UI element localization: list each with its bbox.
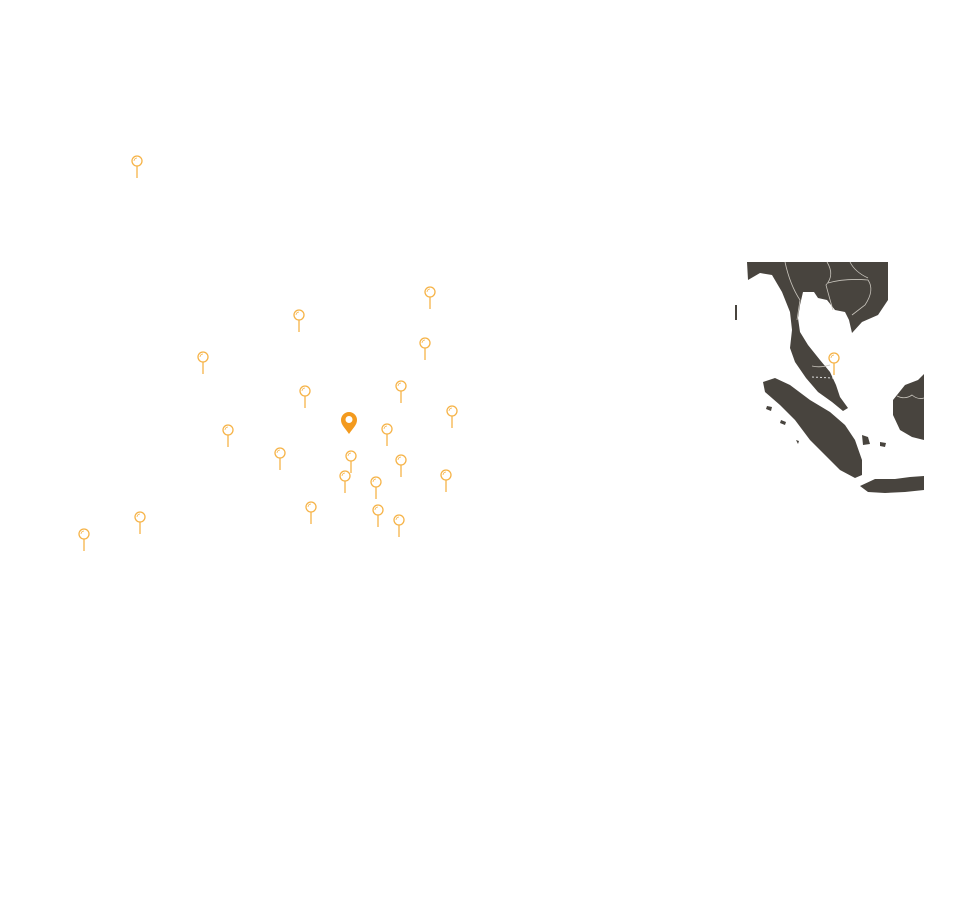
inset-marker[interactable] bbox=[828, 352, 840, 375]
map-marker[interactable] bbox=[78, 528, 90, 551]
map-pin-outline-icon bbox=[419, 337, 431, 349]
map-marker[interactable] bbox=[395, 380, 407, 403]
border-1 bbox=[784, 261, 801, 321]
map-pin-outline-icon bbox=[395, 454, 407, 466]
map-pin-outline-icon bbox=[345, 450, 357, 462]
land-island-4 bbox=[862, 435, 870, 445]
map-marker[interactable] bbox=[393, 514, 405, 537]
map-marker[interactable] bbox=[395, 454, 407, 477]
border-6 bbox=[896, 394, 925, 399]
map-pin-outline-icon bbox=[446, 405, 458, 417]
inset-map-southeast-asia bbox=[735, 261, 925, 493]
map-pin-outline-icon bbox=[339, 470, 351, 482]
map-pin-outline-icon bbox=[440, 469, 452, 481]
land-island-5 bbox=[880, 442, 886, 447]
map-pin-outline-icon bbox=[370, 476, 382, 488]
map-marker[interactable] bbox=[440, 469, 452, 492]
map-marker[interactable] bbox=[134, 511, 146, 534]
map-pin-outline-icon bbox=[372, 504, 384, 516]
map-pin-outline-icon bbox=[305, 501, 317, 513]
map-pin-outline-icon bbox=[78, 528, 90, 540]
map-marker[interactable] bbox=[222, 424, 234, 447]
map-pin-outline-icon bbox=[393, 514, 405, 526]
land-borneo bbox=[893, 374, 924, 440]
map-marker[interactable] bbox=[370, 476, 382, 499]
map-marker[interactable] bbox=[274, 447, 286, 470]
map-marker[interactable] bbox=[339, 470, 351, 493]
map-pin-outline-icon bbox=[222, 424, 234, 436]
markers-layer bbox=[78, 155, 840, 551]
border-2 bbox=[825, 261, 834, 311]
land-island-1 bbox=[766, 406, 772, 411]
map-pin-outline-icon bbox=[131, 155, 143, 167]
map-marker[interactable] bbox=[424, 286, 436, 309]
map-pin-outline-icon bbox=[274, 447, 286, 459]
map-pin-outline-icon bbox=[197, 351, 209, 363]
map-pin-outline-icon bbox=[381, 423, 393, 435]
map-marker[interactable] bbox=[305, 501, 317, 524]
map-marker[interactable] bbox=[131, 155, 143, 178]
map-marker[interactable] bbox=[293, 309, 305, 332]
map-marker[interactable] bbox=[372, 504, 384, 527]
land-java bbox=[860, 476, 924, 493]
map-marker[interactable] bbox=[345, 450, 357, 473]
land-island-2 bbox=[780, 420, 786, 425]
border-dashed bbox=[811, 376, 834, 379]
border-5 bbox=[811, 364, 831, 368]
map-marker[interactable] bbox=[419, 337, 431, 360]
map-pin-outline-icon bbox=[134, 511, 146, 523]
map-marker[interactable] bbox=[381, 423, 393, 446]
land-sumatra bbox=[763, 378, 862, 478]
map-marker[interactable] bbox=[446, 405, 458, 428]
land-mainland-indochina bbox=[747, 262, 888, 411]
land-island-6 bbox=[735, 305, 737, 320]
map-marker[interactable] bbox=[299, 385, 311, 408]
map-pin-outline-icon bbox=[828, 352, 840, 364]
land-island-3 bbox=[796, 440, 799, 444]
selected-marker[interactable] bbox=[341, 412, 357, 434]
map-marker[interactable] bbox=[197, 351, 209, 374]
map-pin-outline-icon bbox=[293, 309, 305, 321]
border-3 bbox=[827, 279, 872, 316]
map-pin-outline-icon bbox=[299, 385, 311, 397]
map-pin-outline-icon bbox=[395, 380, 407, 392]
border-4 bbox=[849, 261, 869, 279]
map-pin-outline-icon bbox=[424, 286, 436, 298]
